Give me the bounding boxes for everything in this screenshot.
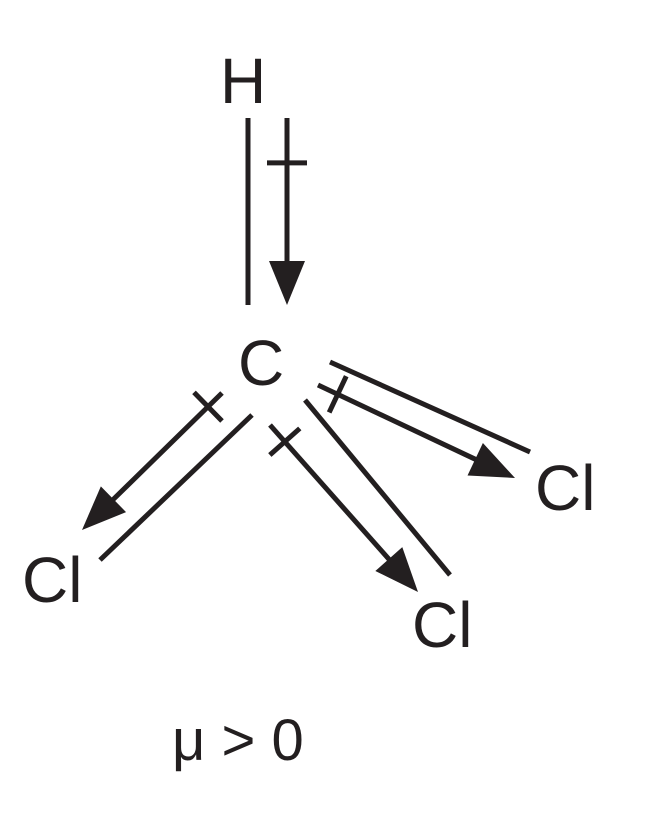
dipole-arrow-cl-right-head (467, 442, 515, 478)
atom-chlorine-right: Cl (535, 452, 595, 524)
bond-c-cl-bottom (303, 398, 452, 577)
dipole-arrow-cl-right-shaft (316, 382, 479, 463)
bond-c-cl-right (328, 359, 532, 455)
dipole-arrow-cl-left-cross (192, 390, 224, 423)
dipole-moment-label: μ > 0 (172, 708, 304, 773)
atom-chlorine-left: Cl (22, 544, 82, 616)
atom-chlorine-bottom: Cl (412, 589, 472, 661)
dipole-arrow-cl-bottom-shaft (268, 423, 393, 563)
bond-c-cl-left (98, 413, 254, 562)
dipole-arrow-cl-bottom-cross (268, 426, 302, 457)
atom-carbon: C (238, 327, 284, 399)
atom-hydrogen: H (220, 45, 266, 117)
dipole-arrow-cl-right-cross (326, 375, 349, 414)
dipole-arrow-cl-bottom-head (375, 547, 418, 592)
dipole-arrow-cl-left-shaft (110, 391, 224, 503)
dipole-arrow-h-head (269, 261, 305, 305)
dipole-arrow-cl-left-head (82, 486, 127, 530)
